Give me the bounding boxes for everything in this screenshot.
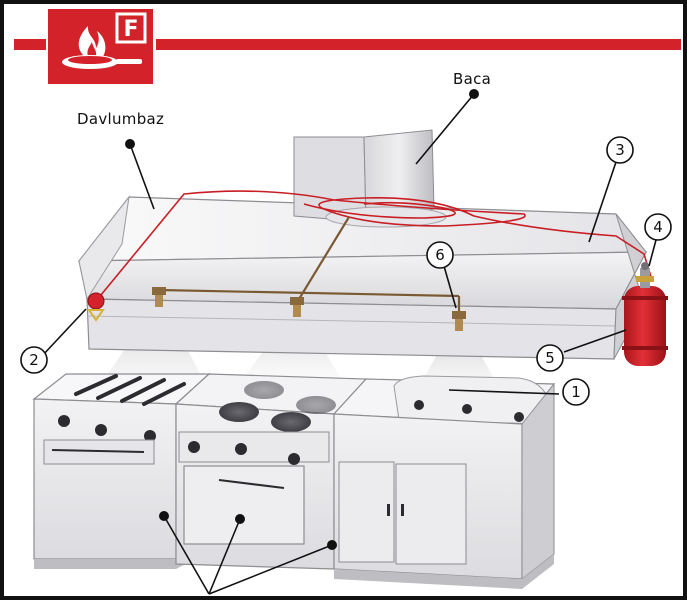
sign-stripe-right [156,39,681,50]
callout-3-label: 3 [615,141,625,159]
callout-1: 1 [562,378,590,406]
callout-4-label: 4 [653,218,663,236]
leader-bottom-c [208,544,333,595]
sign-letter: F [123,17,138,42]
leader-6 [443,265,457,309]
kitchen-fire-suppression-diagram: F [14,9,681,595]
callout-6: 6 [426,241,454,269]
hood-front-lip [86,298,617,360]
callout-1-label: 1 [571,383,581,401]
callout-2: 2 [20,346,48,374]
hood-left-side [78,195,130,301]
callout-6-label: 6 [435,246,445,264]
nozzle-middle [290,297,304,317]
callout-2-label: 2 [29,351,39,369]
leader-dots [125,89,479,550]
extinguisher-cylinder [622,262,668,366]
griddle-bars [74,374,186,406]
callout-3: 3 [606,136,634,164]
leader-2 [41,308,87,357]
detection-line [95,190,653,302]
fire-class-sign: F [14,9,681,84]
leader-davlumbaz [129,143,155,210]
nozzles [152,287,466,331]
sign-stripe-left [14,39,46,50]
cabinet-door-left [338,461,395,563]
callout-4: 4 [644,213,672,241]
chimney [293,129,447,228]
label-davlumbaz: Davlumbaz [77,110,165,128]
oven-door [183,465,305,545]
pipe-main [158,288,460,298]
appliance-right [332,375,556,589]
appliance-middle [174,373,368,570]
fire-pan-icon [62,26,142,69]
leader-3 [588,161,617,243]
detection-loop-inner [303,201,457,219]
leader-baca [415,93,475,165]
sign-letter-box [115,12,147,44]
suppression-piping [95,190,653,302]
burners [219,381,336,432]
label-baca: Baca [453,70,492,88]
callout-5: 5 [536,344,564,372]
callout-5-label: 5 [545,349,555,367]
pipe-riser [295,216,350,305]
nozzle-right [452,311,466,331]
nozzle-left [152,287,166,307]
leader-4 [648,239,657,267]
leader-1 [448,389,560,395]
leader-5 [563,329,627,353]
leader-lines [41,93,657,595]
cooking-line [32,372,556,589]
leader-bottom-b [208,518,241,595]
manual-release-station [87,292,105,322]
cabinet-door-right [395,463,467,565]
leader-bottom-a [163,515,210,595]
